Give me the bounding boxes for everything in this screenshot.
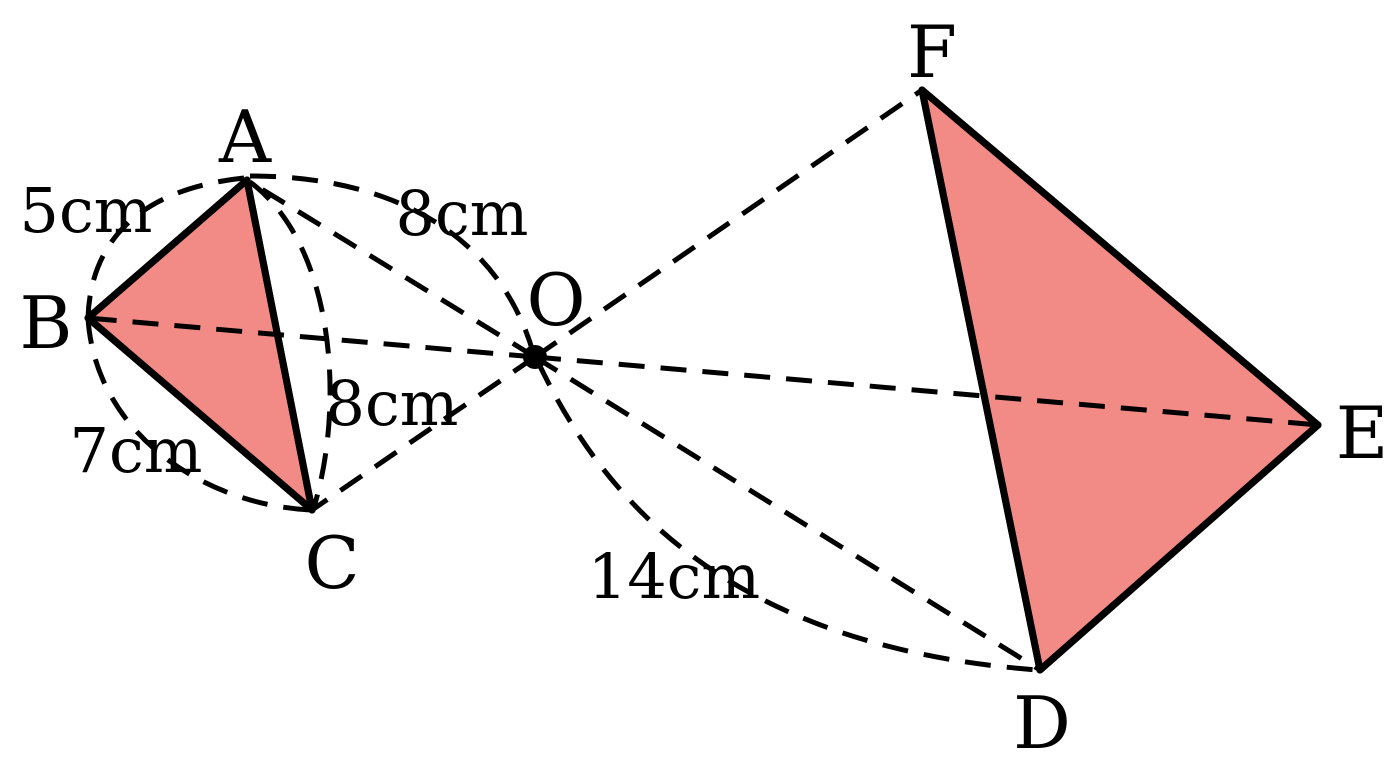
edge-fe	[918, 86, 1322, 429]
arc-od	[535, 360, 1039, 673]
edge-ed	[1036, 421, 1322, 674]
ray-o-c	[310, 354, 537, 513]
label-o: O	[526, 258, 585, 342]
label-c: C	[304, 521, 359, 605]
ray-o-b	[87, 315, 536, 360]
measure-oa: 8cm	[396, 177, 529, 250]
arc-ab	[85, 175, 245, 319]
label-f: F	[907, 10, 957, 94]
dashed-rays	[87, 87, 1319, 673]
edge-ca	[243, 176, 316, 514]
measurement-arcs	[85, 173, 1039, 673]
ray-o-a	[245, 177, 537, 360]
label-a: A	[218, 95, 272, 179]
center-point-o	[523, 345, 547, 369]
triangle-edges	[84, 86, 1322, 674]
label-d: D	[1013, 681, 1071, 765]
measure-ab: 5cm	[20, 174, 153, 247]
measure-od: 14cm	[588, 540, 760, 613]
measure-bc: 7cm	[70, 414, 203, 487]
ray-o-e	[534, 354, 1319, 428]
edge-df	[918, 86, 1044, 674]
measure-oc: 8cm	[326, 367, 459, 440]
label-b: B	[20, 281, 73, 365]
arc-oa	[249, 173, 536, 353]
arc-bc	[85, 317, 313, 513]
label-e: E	[1336, 391, 1389, 475]
ray-o-d	[533, 354, 1042, 673]
edge-ab	[84, 176, 251, 322]
arc-ac	[248, 179, 333, 508]
ray-o-f	[533, 87, 924, 360]
edge-bc	[84, 314, 316, 514]
